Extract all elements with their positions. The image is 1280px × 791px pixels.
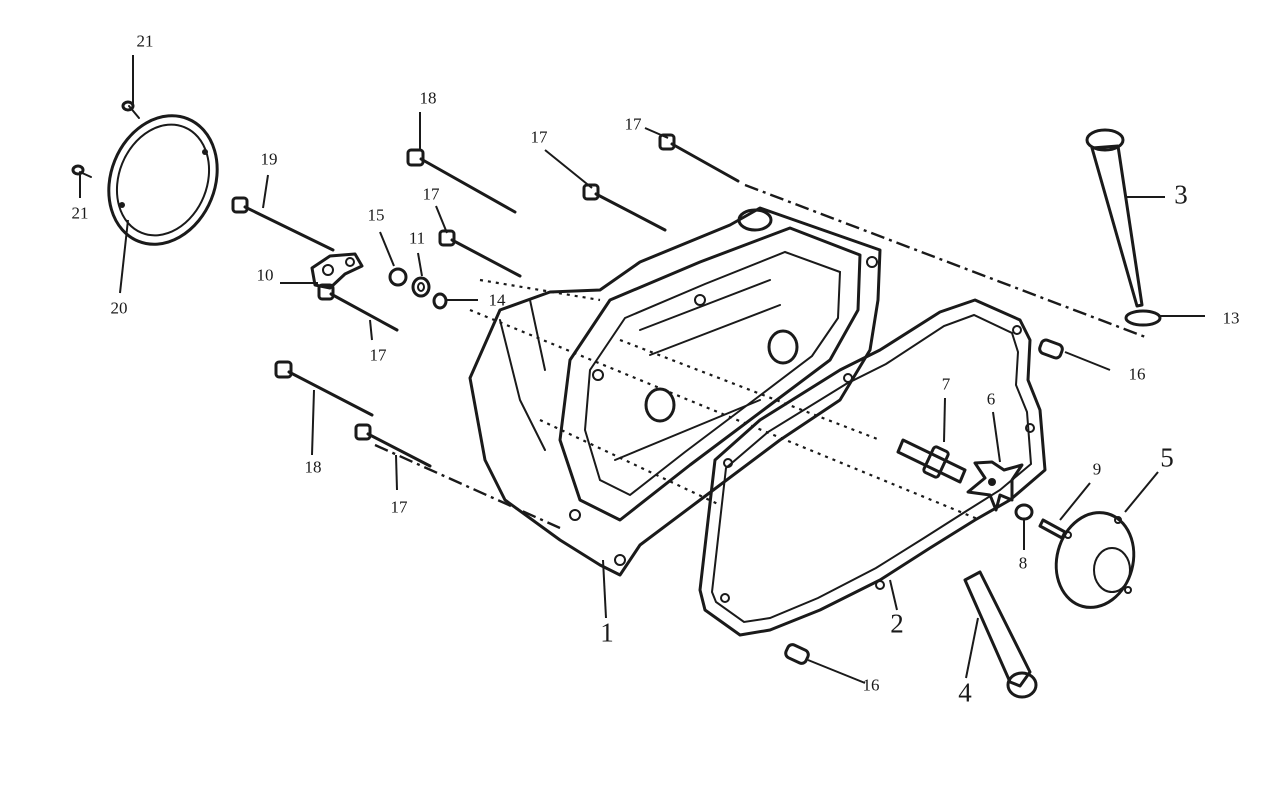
- callout-3: 3: [1174, 179, 1188, 210]
- callout-2: 2: [890, 608, 904, 639]
- part-17-bolt-b: [582, 183, 667, 232]
- part-9-spring: [1038, 518, 1067, 540]
- callout-4: 4: [958, 677, 972, 708]
- leader-lines: [79, 55, 1205, 684]
- callout-5: 5: [1160, 442, 1174, 473]
- callout-18-top: 18: [419, 88, 437, 108]
- part-6-impeller: [966, 460, 1024, 512]
- callout-1: 1: [600, 617, 614, 648]
- callout-18-bottom: 18: [304, 457, 322, 477]
- callout-21-top: 21: [136, 31, 154, 51]
- part-5-pump-cover: [1054, 511, 1136, 609]
- callout-6: 6: [986, 389, 996, 409]
- part-19-bolt: [231, 196, 335, 252]
- callout-17-bottom: 17: [390, 497, 408, 517]
- part-21-screw-top: [121, 100, 140, 119]
- callout-7: 7: [941, 374, 951, 394]
- callout-21-left: 21: [71, 203, 89, 223]
- part-17-bolt-a: [438, 229, 522, 278]
- part-18-bolt-top: [406, 148, 517, 214]
- callout-17-center: 17: [530, 127, 548, 147]
- callout-17-left: 17: [369, 345, 387, 365]
- callout-11: 11: [408, 228, 426, 248]
- part-10-bracket: [310, 252, 364, 290]
- callout-20: 20: [110, 298, 128, 318]
- part-20-cover-ring: [107, 114, 219, 246]
- part-2-gasket: [698, 298, 1047, 637]
- callout-10: 10: [256, 265, 274, 285]
- assembly-lines: [374, 183, 1149, 530]
- part-7-pump-shaft: [896, 438, 967, 484]
- part-16-dowel-top: [1038, 338, 1064, 360]
- part-17-bolt-d: [317, 283, 399, 332]
- callout-15: 15: [367, 205, 385, 225]
- callout-9: 9: [1092, 459, 1102, 479]
- callout-14: 14: [488, 290, 506, 310]
- part-17-bolt-e: [354, 423, 432, 468]
- part-11-washer: [411, 276, 431, 298]
- callout-16-bottom: 16: [862, 675, 880, 695]
- callout-17-top-right: 17: [624, 114, 642, 134]
- part-3-dipstick: [1085, 128, 1144, 308]
- callout-16-top: 16: [1128, 364, 1146, 384]
- part-17-bolt-c: [658, 133, 740, 183]
- part-15-nut: [388, 267, 408, 287]
- part-8-pin: [1014, 503, 1034, 521]
- part-21-screw-left: [71, 164, 92, 178]
- part-13-oring: [1124, 309, 1162, 327]
- part-14-oring: [432, 292, 448, 310]
- callout-19: 19: [260, 149, 278, 169]
- part-18-bolt-bottom: [274, 360, 374, 417]
- callout-8: 8: [1018, 553, 1028, 573]
- part-4-lever: [963, 570, 1038, 699]
- callout-13: 13: [1222, 308, 1240, 328]
- part-1-crankcase-cover: [468, 206, 882, 577]
- callout-17-mid: 17: [422, 184, 440, 204]
- part-16-dowel-bottom: [784, 643, 810, 665]
